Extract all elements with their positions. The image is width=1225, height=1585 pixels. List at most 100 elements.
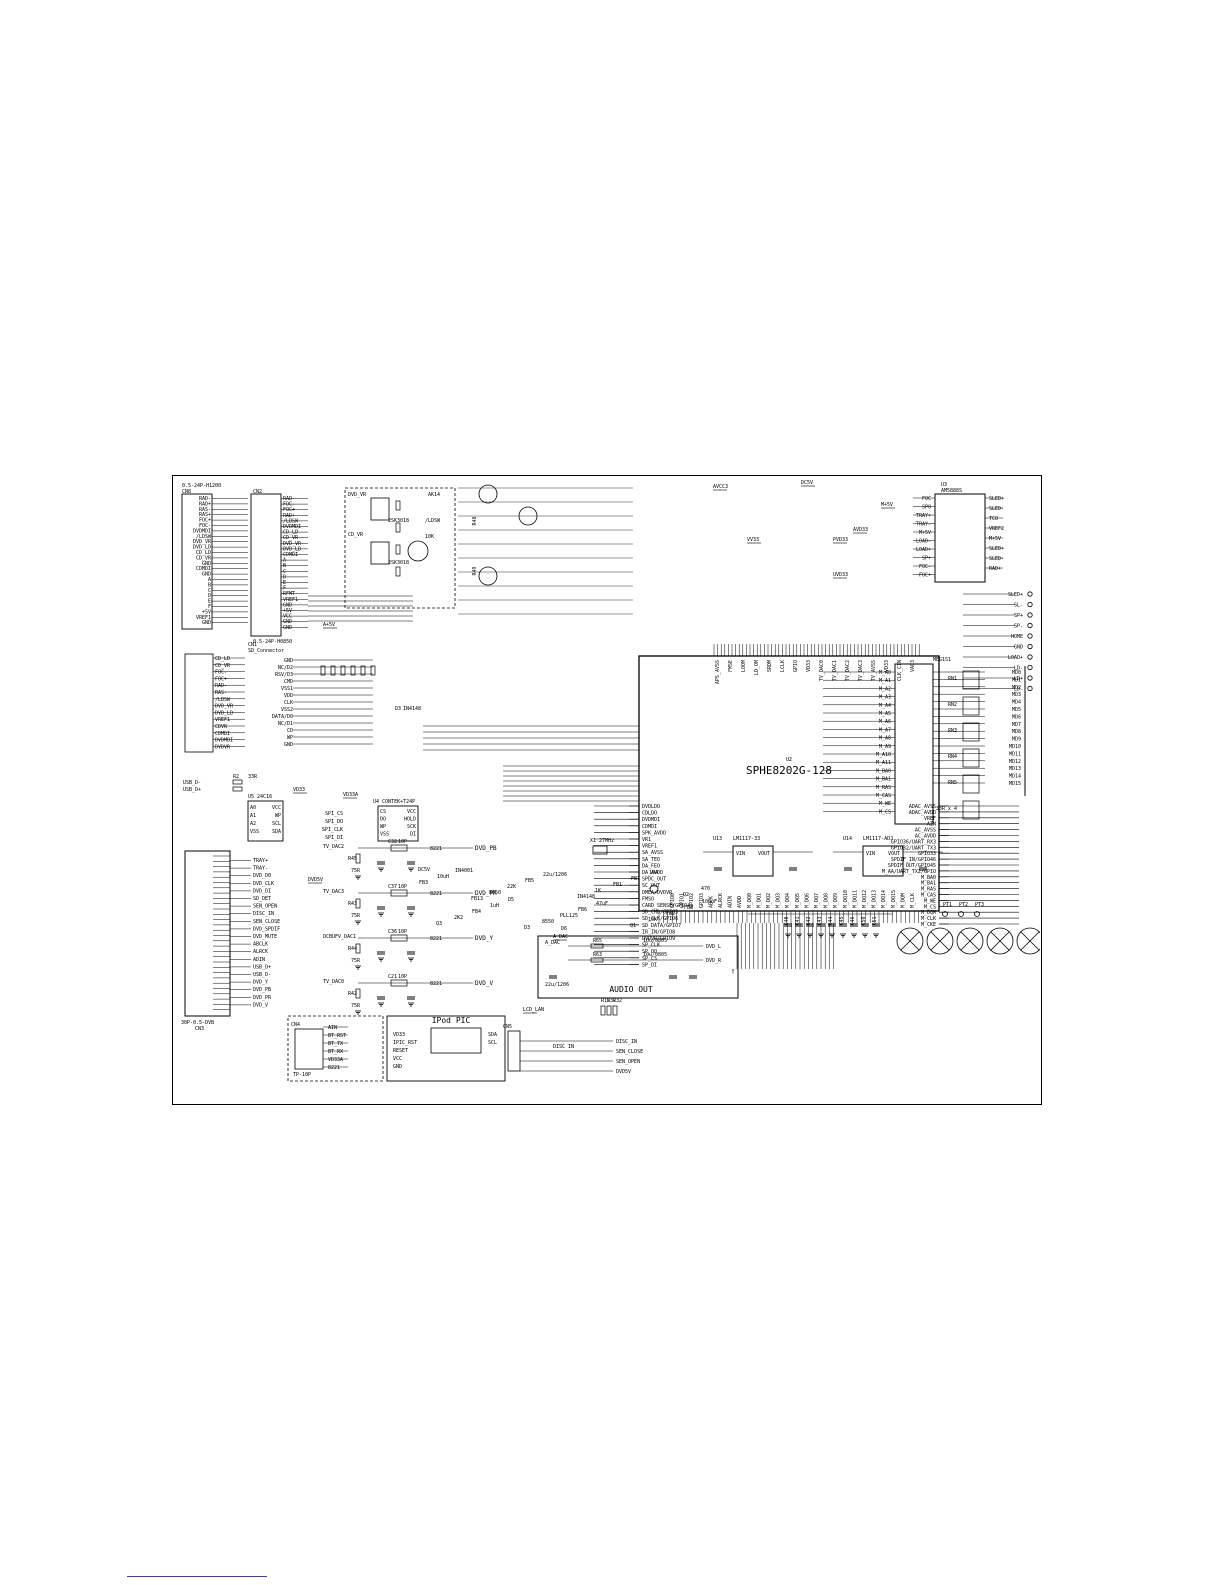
resistor-network (962, 670, 980, 690)
audio-output-label: DVD_L (706, 944, 721, 950)
cn2-pin-label: CD_VR (283, 535, 299, 541)
sdram-addr: M_A7 (879, 727, 891, 733)
eeprom-pin: A2 (250, 821, 256, 827)
eeprom-label: U5 24C16 (248, 794, 272, 800)
test-point-label: PT1 (943, 902, 952, 908)
cap-label: C46 (850, 916, 856, 925)
ipod-net: RESET (393, 1048, 408, 1054)
mosfet-q7 (370, 497, 390, 521)
mosfet-q8 (370, 541, 390, 565)
cap-label: C51 (872, 916, 878, 925)
chip-left-pin-label: SA_AVSS (642, 850, 663, 856)
test-point (1027, 685, 1033, 692)
test-point (1027, 591, 1033, 597)
chip-left-pin-label: SP_CLK (642, 943, 660, 949)
power-rail-label: DVD5V (308, 877, 323, 883)
component-label: 104 (649, 870, 658, 876)
cn2-pin-label: DVDMDI (283, 524, 301, 530)
chip-bottom-pin-label: M_DQ6 (804, 893, 810, 908)
audio-part: R63 (593, 952, 602, 958)
driver-u3 (934, 493, 986, 583)
sdram-name: MEG1S1 (933, 657, 951, 663)
test-point (1027, 633, 1033, 639)
ipod-net: VCC (393, 1056, 402, 1062)
chip-top-pin-label: VAC3 (910, 660, 916, 672)
component-label: 1uH (490, 903, 499, 909)
cn5-net: SEN_OPEN (616, 1059, 640, 1065)
chip-right-pin-label: ADAC_AVSS (909, 804, 936, 810)
cn8-pin-label: DVDMDI (193, 528, 211, 534)
chip-right-pin-label: M_BA0 (921, 875, 936, 881)
sdram-addr: M_A8 (879, 736, 891, 742)
chip-top-pin-label: TV_DAC0 (819, 660, 825, 681)
chip-left-pin-label: DVDVR/GPIO9 (642, 936, 675, 942)
cn1-ref-label: CN1 (248, 642, 257, 648)
cn8-pin-label: F (208, 604, 211, 610)
chip-left-pin-label: DVDMDI (642, 817, 660, 823)
eeprom-pin: VSS (250, 829, 259, 835)
sdram-addr: M_A4 (879, 703, 891, 709)
cn1-pin-label: VDD (284, 693, 293, 699)
test-point-pad (958, 911, 964, 917)
test-point (1027, 664, 1033, 671)
chip-top-pin-label: TV_DAC3 (858, 660, 864, 681)
footer-link-underline[interactable] (127, 1576, 267, 1577)
sdram-addr: M_A1 (879, 678, 891, 684)
power-rail-label: AVCC3 (713, 484, 728, 490)
chip-left-pin-label: DA_FEO (642, 863, 660, 869)
component-label: Q2 (683, 892, 689, 898)
chip-left-pin-label: CDMDI (642, 824, 657, 830)
test-point-label: PT3 (975, 902, 984, 908)
chip-bottom-pin-label: ABCK (708, 896, 714, 908)
cn1-net-label: /LDSW (215, 697, 231, 703)
cn1-net-label: RAS- (215, 690, 227, 696)
resistor-network (962, 748, 980, 768)
sdram-data: MD6 (1012, 714, 1021, 720)
flash-pin: WP (380, 824, 386, 830)
ipod-title: IPod PIC (432, 1016, 471, 1025)
regulator-name: LM1117-ADJ (863, 836, 893, 842)
u3-left-pin: M+5V (919, 530, 931, 536)
motor-net-label: GND (1014, 645, 1023, 651)
motor-net-label: SLED+ (1008, 592, 1023, 598)
flash-net: SPI_CS (325, 811, 343, 817)
chip-bottom-pin-label: M_DQ8 (824, 893, 830, 908)
regulator-U14 (862, 845, 904, 877)
chip-top-pin-label: LD_OM (754, 660, 760, 675)
power-rail-label: VD33 (293, 787, 305, 793)
transistor-q5 (407, 540, 429, 562)
motor-net-label: HOME (1011, 634, 1023, 640)
cn8-pin-label: B (208, 582, 211, 588)
pullup-label: R32 (613, 998, 622, 1004)
cn3-net-label: SD_DET (253, 896, 271, 902)
optical-label: 2SK3018 (388, 518, 409, 524)
sdram-data: MD13 (1009, 766, 1021, 772)
regulator-ref: U14 (843, 836, 852, 842)
chip-left-pin-label: IR_IN/GPIO8 (642, 929, 675, 935)
video-r-label: R43 (348, 901, 357, 907)
chip-top-pin-label: APS_AVSS (715, 660, 721, 684)
ipod-net: GND (393, 1064, 402, 1070)
sdram-data: MD5 (1012, 707, 1021, 713)
cn2-pin-label: VREF1 (283, 597, 298, 603)
sdram-addr: M_RAS (876, 785, 891, 791)
cn2-pin-label: C (283, 569, 286, 575)
cn2-pin-label: F (283, 586, 286, 592)
power-rail-label: VV33 (747, 537, 759, 543)
sdram-data: MD14 (1009, 774, 1021, 780)
video-r-label: R42 (348, 991, 357, 997)
eeprom-pin: SCL (272, 821, 281, 827)
sd-pullup (320, 665, 326, 676)
video-term-resistor (355, 898, 361, 909)
cn8-pin-label: CDMDI (196, 566, 211, 572)
cn8-pin-label: /LDSW (196, 534, 212, 540)
rn-label: RN1 (948, 676, 957, 682)
u3-left-pin: FOC- (919, 564, 931, 570)
flash-pin: SCK (407, 824, 416, 830)
u3-left-pin: TRAY+ (916, 513, 931, 519)
chip-right-pin-label: M_CLK (921, 916, 936, 922)
chip-right-pin-label: GPIO33 (918, 851, 936, 857)
chip-right-pin-label: ADAC_AVDD (909, 810, 936, 816)
video-term-resistor (355, 943, 361, 954)
